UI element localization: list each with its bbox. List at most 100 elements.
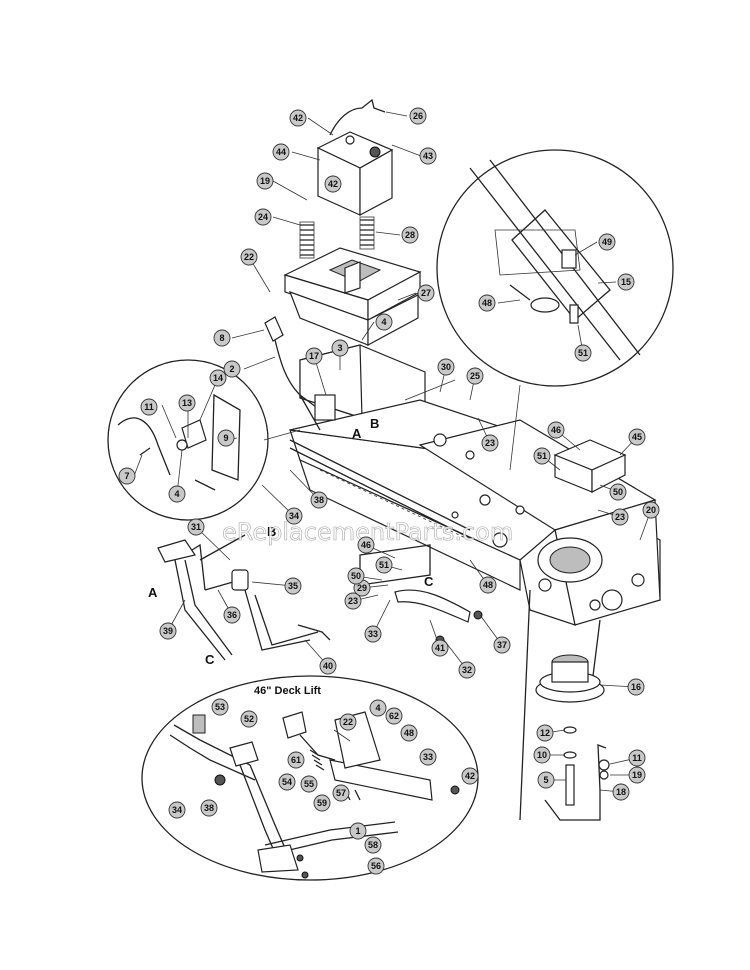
callout-8: 8 [213, 329, 231, 347]
callout-label: 1 [355, 826, 360, 836]
callout-circle [349, 822, 367, 840]
callout-circle [481, 434, 499, 452]
callout-15: 15 [617, 273, 635, 291]
callout-circle [628, 749, 646, 767]
callout-circle [187, 518, 205, 536]
callout-circle [118, 467, 136, 485]
callout-22: 22 [339, 713, 357, 731]
callout-label: 46 [551, 425, 561, 435]
detail-circle-left [107, 359, 301, 521]
callout-2: 2 [223, 360, 241, 378]
callout-circle [437, 358, 455, 376]
callout-circle [310, 491, 328, 509]
callout-label: 51 [537, 451, 547, 461]
callout-31: 31 [187, 518, 205, 536]
callout-label: 39 [163, 626, 173, 636]
callout-label: 46 [361, 540, 371, 550]
callout-42: 42 [289, 109, 307, 127]
callout-circle [284, 577, 302, 595]
callout-label: 33 [368, 629, 378, 639]
frame-assembly [289, 344, 661, 626]
callout-label: 51 [379, 560, 389, 570]
callout-label: 18 [616, 787, 626, 797]
callout-circle [574, 344, 592, 362]
callout-26: 26 [409, 107, 427, 125]
callout-label: 14 [213, 373, 223, 383]
callout-38: 38 [200, 799, 218, 817]
callout-label: 22 [244, 252, 254, 262]
callout-53: 53 [211, 698, 229, 716]
callout-circle [272, 143, 290, 161]
callout-28: 28 [401, 226, 419, 244]
callout-38: 38 [310, 491, 328, 509]
reference-letters: A B C A B C [148, 416, 434, 667]
callout-circle [400, 724, 418, 742]
callout-label: 10 [537, 750, 547, 760]
callout-30: 30 [437, 358, 455, 376]
callout-circle [256, 172, 274, 190]
callout-59: 59 [313, 794, 331, 812]
callout-label: 4 [174, 489, 179, 499]
callout-label: 27 [421, 288, 431, 298]
callout-label: 15 [621, 277, 631, 287]
watermark: eReplacementParts.com [222, 518, 513, 546]
callout-circle [628, 428, 646, 446]
callout-circle [240, 248, 258, 266]
callout-circle [537, 771, 555, 789]
callout-5: 5 [537, 771, 555, 789]
callout-label: 40 [323, 661, 333, 671]
callout-circle [339, 713, 357, 731]
callout-label: 19 [260, 176, 270, 186]
callout-label: 26 [413, 111, 423, 121]
letter-b-pedal: B [267, 524, 276, 539]
pedal-assembly [157, 534, 331, 661]
letter-c-pedal: C [205, 652, 215, 667]
callout-label: 61 [291, 755, 301, 765]
callout-label: 2 [229, 364, 234, 374]
callout-11: 11 [140, 398, 158, 416]
callout-circle [254, 208, 272, 226]
letter-a-pedal: A [148, 585, 158, 600]
callout-label: 53 [215, 702, 225, 712]
callout-circle [536, 724, 554, 742]
callout-39: 39 [159, 622, 177, 640]
callout-circle [375, 556, 393, 574]
shift-lever [264, 316, 336, 431]
callout-circle [278, 773, 296, 791]
callout-42: 42 [324, 175, 342, 193]
callout-62: 62 [385, 707, 403, 725]
callout-label: 13 [182, 398, 192, 408]
callout-label: 32 [462, 665, 472, 675]
callout-51: 51 [533, 447, 551, 465]
callout-35: 35 [284, 577, 302, 595]
callout-circle [364, 625, 382, 643]
callout-label: 49 [602, 237, 612, 247]
callout-circle [331, 339, 349, 357]
callout-circle [617, 273, 635, 291]
callout-label: 48 [404, 728, 414, 738]
callout-circle [240, 710, 258, 728]
callout-label: 8 [219, 333, 224, 343]
callout-label: 19 [632, 770, 642, 780]
callout-37: 37 [493, 636, 511, 654]
callout-circle [357, 536, 375, 554]
callout-circle [209, 369, 227, 387]
callout-circle [409, 107, 427, 125]
callout-circle [533, 746, 551, 764]
callout-11: 11 [628, 749, 646, 767]
callout-circle [211, 698, 229, 716]
callout-46: 46 [357, 536, 375, 554]
callout-48: 48 [478, 294, 496, 312]
callout-label: 48 [482, 298, 492, 308]
callout-42: 42 [461, 767, 479, 785]
callout-33: 33 [419, 748, 437, 766]
callout-circle [417, 284, 435, 302]
callout-circle [642, 501, 660, 519]
callout-circle [385, 707, 403, 725]
callout-48: 48 [479, 576, 497, 594]
callout-label: 34 [172, 805, 182, 815]
callout-label: 42 [328, 179, 338, 189]
callout-51: 51 [375, 556, 393, 574]
callout-circle [431, 639, 449, 657]
